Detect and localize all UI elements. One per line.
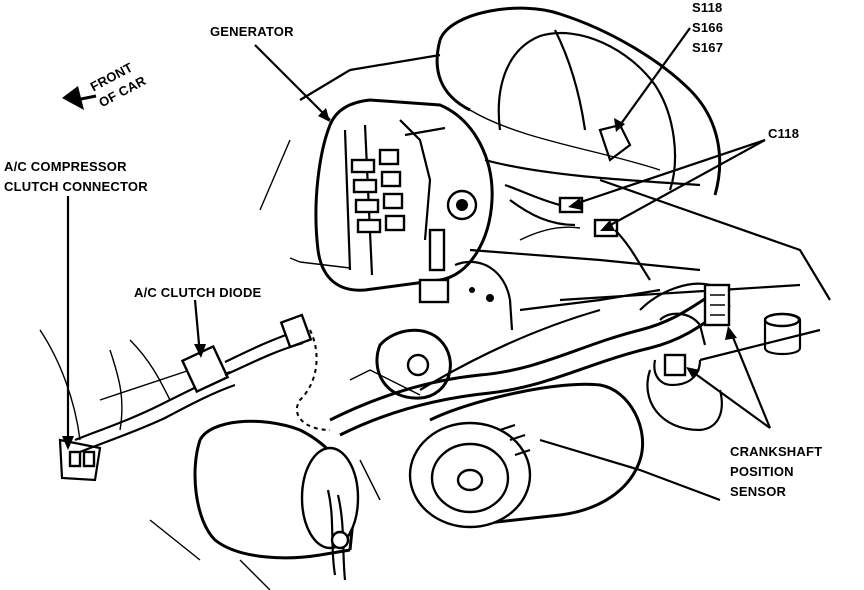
generator — [289, 98, 494, 304]
label-crankshaft: CRANKSHAFT — [730, 444, 822, 459]
label-ac-clutch-diode: A/C CLUTCH DIODE — [134, 285, 262, 300]
label-position: POSITION — [730, 464, 794, 479]
label-sensor: SENSOR — [730, 484, 787, 499]
frame-lines — [129, 339, 421, 590]
dashed-wire — [295, 329, 331, 431]
air-intake-duct — [435, 6, 722, 196]
front-of-car-arrow-icon — [62, 86, 97, 110]
leader-lines — [62, 27, 772, 450]
ac-compressor — [193, 419, 360, 581]
left-harness — [39, 329, 236, 482]
crankshaft-sensor-assembly — [639, 282, 731, 432]
label-generator: GENERATOR — [210, 24, 294, 39]
pulley-bracket — [375, 260, 514, 400]
small-cap — [763, 312, 802, 356]
label-c118: C118 — [768, 126, 799, 141]
label-splice-s166: S166 — [692, 20, 723, 35]
hoses — [329, 288, 731, 437]
label-clutch-connector: CLUTCH CONNECTOR — [4, 179, 148, 194]
label-splice-s167: S167 — [692, 40, 723, 55]
label-splice-s118: S118 — [692, 0, 722, 15]
ac-clutch-diode — [180, 313, 313, 394]
label-ac-compressor: A/C COMPRESSOR — [4, 159, 127, 174]
starter-motor — [408, 382, 645, 529]
